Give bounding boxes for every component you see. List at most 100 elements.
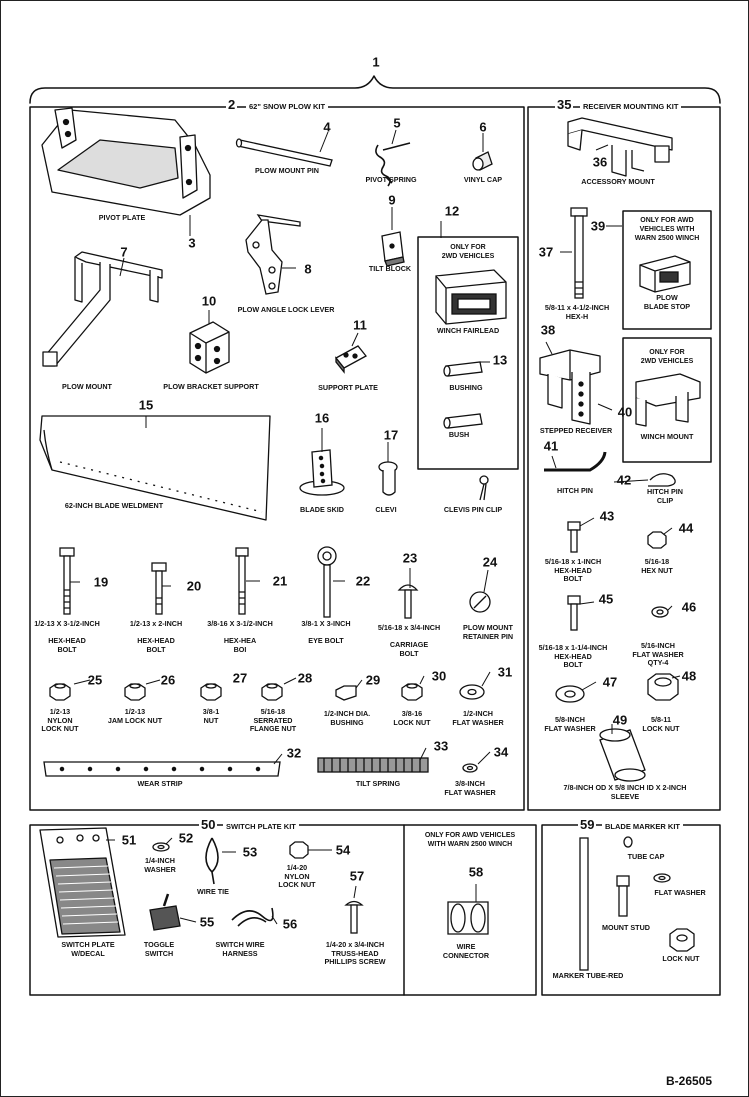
marker-tube-drawing: [579, 837, 589, 971]
callout-49: 49: [612, 712, 628, 728]
label-stepped-receiver: STEPPED RECEIVER: [539, 426, 613, 435]
nut-48-drawing: [647, 673, 679, 701]
callout-21: 21: [272, 573, 288, 589]
plow-stop-box-border: [622, 210, 712, 330]
label-support-plate: SUPPORT PLATE: [318, 383, 378, 392]
nut-44-drawing: [647, 531, 667, 549]
label-tube-cap: TUBE CAP: [627, 852, 665, 861]
label-tilt-spring: TILT SPRING: [355, 779, 401, 788]
callout-4: 4: [323, 119, 331, 135]
eye-bolt-drawing: [317, 546, 337, 618]
bolt-21-drawing: [235, 547, 249, 615]
label-vinyl-cap: VINYL CAP: [463, 175, 503, 184]
clevis-pin-drawing: [378, 461, 398, 496]
callout-55: 55: [199, 914, 215, 930]
label-marker-tube: MARKER TUBE-RED: [552, 971, 624, 980]
callout-5: 5: [393, 115, 401, 131]
label-blade-weldment: 62-INCH BLADE WELDMENT: [64, 501, 164, 510]
plow-bracket-support-drawing: [189, 321, 230, 374]
label-carriage-bolt: 5/16-18 x 3/4-INCH CARRIAGE BOLT: [377, 623, 441, 658]
wire-tie-drawing: [205, 837, 219, 885]
receiver-kit-title: RECEIVER MOUNTING KIT: [580, 102, 682, 111]
label-hitch-pin-clip: HITCH PIN CLIP: [647, 487, 683, 505]
nut-54-drawing: [289, 841, 309, 859]
fairlead-box-border: [417, 236, 519, 470]
label-nut-26: 1/2-13 JAM LOCK NUT: [107, 707, 163, 725]
hitch-pin-drawing: [544, 451, 607, 472]
label-plow-bracket-support: PLOW BRACKET SUPPORT: [163, 382, 259, 391]
switch-plate-kit-number: 50: [199, 817, 218, 832]
winch-mount-box-border: [622, 337, 712, 463]
support-plate-drawing: [335, 345, 367, 374]
label-harness: SWITCH WIRE HARNESS: [215, 940, 265, 958]
label-nut-30: 3/8-16 LOCK NUT: [393, 709, 431, 727]
callout-38: 38: [540, 322, 556, 338]
hitch-pin-clip-drawing: [648, 473, 676, 487]
callout-13: 13: [492, 352, 508, 368]
label-washer-47: 5/8-INCH FLAT WASHER: [544, 715, 596, 733]
blade-marker-kit-number: 59: [578, 817, 597, 832]
callout-47: 47: [602, 674, 618, 690]
callout-7: 7: [120, 244, 128, 260]
assembly-brace: [29, 75, 721, 104]
label-clevis-pin: CLEVI: [375, 505, 397, 514]
callout-29: 29: [365, 672, 381, 688]
label-plow-mount: PLOW MOUNT: [62, 382, 112, 391]
leader-lines: [70, 129, 681, 925]
snow-plow-kit-title: 62" SNOW PLOW KIT: [246, 102, 329, 111]
callout-44: 44: [678, 520, 694, 536]
tilt-spring-drawing: [317, 757, 429, 773]
label-hitch-pin: HITCH PIN: [557, 486, 593, 495]
callout-43: 43: [599, 508, 615, 524]
callout-48: 48: [681, 668, 697, 684]
receiver-kit-number: 35: [555, 97, 574, 112]
label-bolt-19: 1/2-13 X 3-1/2-INCH HEX-HEAD BOLT: [34, 619, 100, 654]
pivot-spring-drawing: [375, 142, 411, 187]
label-plow-blade-stop: PLOW BLADE STOP: [643, 293, 691, 311]
callout-46: 46: [681, 599, 697, 615]
callout-58: 58: [468, 864, 484, 880]
callout-11: 11: [353, 317, 367, 333]
sleeve-drawing: [599, 728, 646, 782]
blade-marker-kit-title: BLADE MARKER KIT: [602, 822, 683, 831]
label-washer-52: 1/4-INCH WASHER: [144, 856, 176, 874]
plow-blade-stop-drawing: [639, 255, 691, 293]
assembly-number: 1: [372, 54, 380, 70]
label-accessory-mount: ACCESSORY MOUNT: [581, 177, 655, 186]
label-tilt-block: TILT BLOCK: [368, 264, 412, 273]
label-bushing-29: 1/2-INCH DIA. BUSHING: [323, 709, 371, 727]
blade-weldment-drawing: [39, 415, 271, 521]
callout-27: 27: [232, 670, 248, 686]
callout-26: 26: [160, 672, 176, 688]
blade-skid-drawing: [299, 449, 345, 496]
label-blade-skid: BLADE SKID: [300, 505, 344, 514]
label-washer-31: 1/2-INCH FLAT WASHER: [452, 709, 504, 727]
callout-6: 6: [479, 119, 487, 135]
label-washer-46: 5/16-INCH FLAT WASHER QTY-4: [632, 641, 684, 667]
callout-17: 17: [383, 427, 399, 443]
callout-8: 8: [304, 261, 312, 277]
label-washer-34: 3/8-INCH FLAT WASHER: [444, 779, 496, 797]
label-winch-fairlead: WINCH FAIRLEAD: [436, 326, 500, 335]
label-plow-mount-pin: PLOW MOUNT PIN: [255, 166, 319, 175]
label-toggle-switch: TOGGLE SWITCH: [143, 940, 175, 958]
callout-28: 28: [297, 670, 313, 686]
washer-34-drawing: [462, 763, 478, 773]
label-decal: SWITCH PLATE W/DECAL: [61, 940, 115, 958]
carriage-bolt-drawing: [397, 584, 419, 619]
label-bushing-13: BUSHING: [449, 383, 483, 392]
callout-45: 45: [598, 591, 614, 607]
winch-fairlead-drawing: [435, 269, 507, 325]
callout-37: 37: [538, 244, 554, 260]
label-pivot-plate: PIVOT PLATE: [98, 213, 146, 222]
callout-57: 57: [349, 868, 365, 884]
tube-cap-drawing: [623, 836, 633, 848]
callout-32: 32: [286, 745, 302, 761]
callout-24: 24: [482, 554, 498, 570]
label-nut-44: 5/16-18 HEX NUT: [641, 557, 673, 575]
callout-31: 31: [497, 664, 513, 680]
plow-angle-lock-lever-drawing: [245, 214, 301, 295]
callout-19: 19: [93, 574, 109, 590]
nut-row-drawing: [49, 683, 485, 701]
